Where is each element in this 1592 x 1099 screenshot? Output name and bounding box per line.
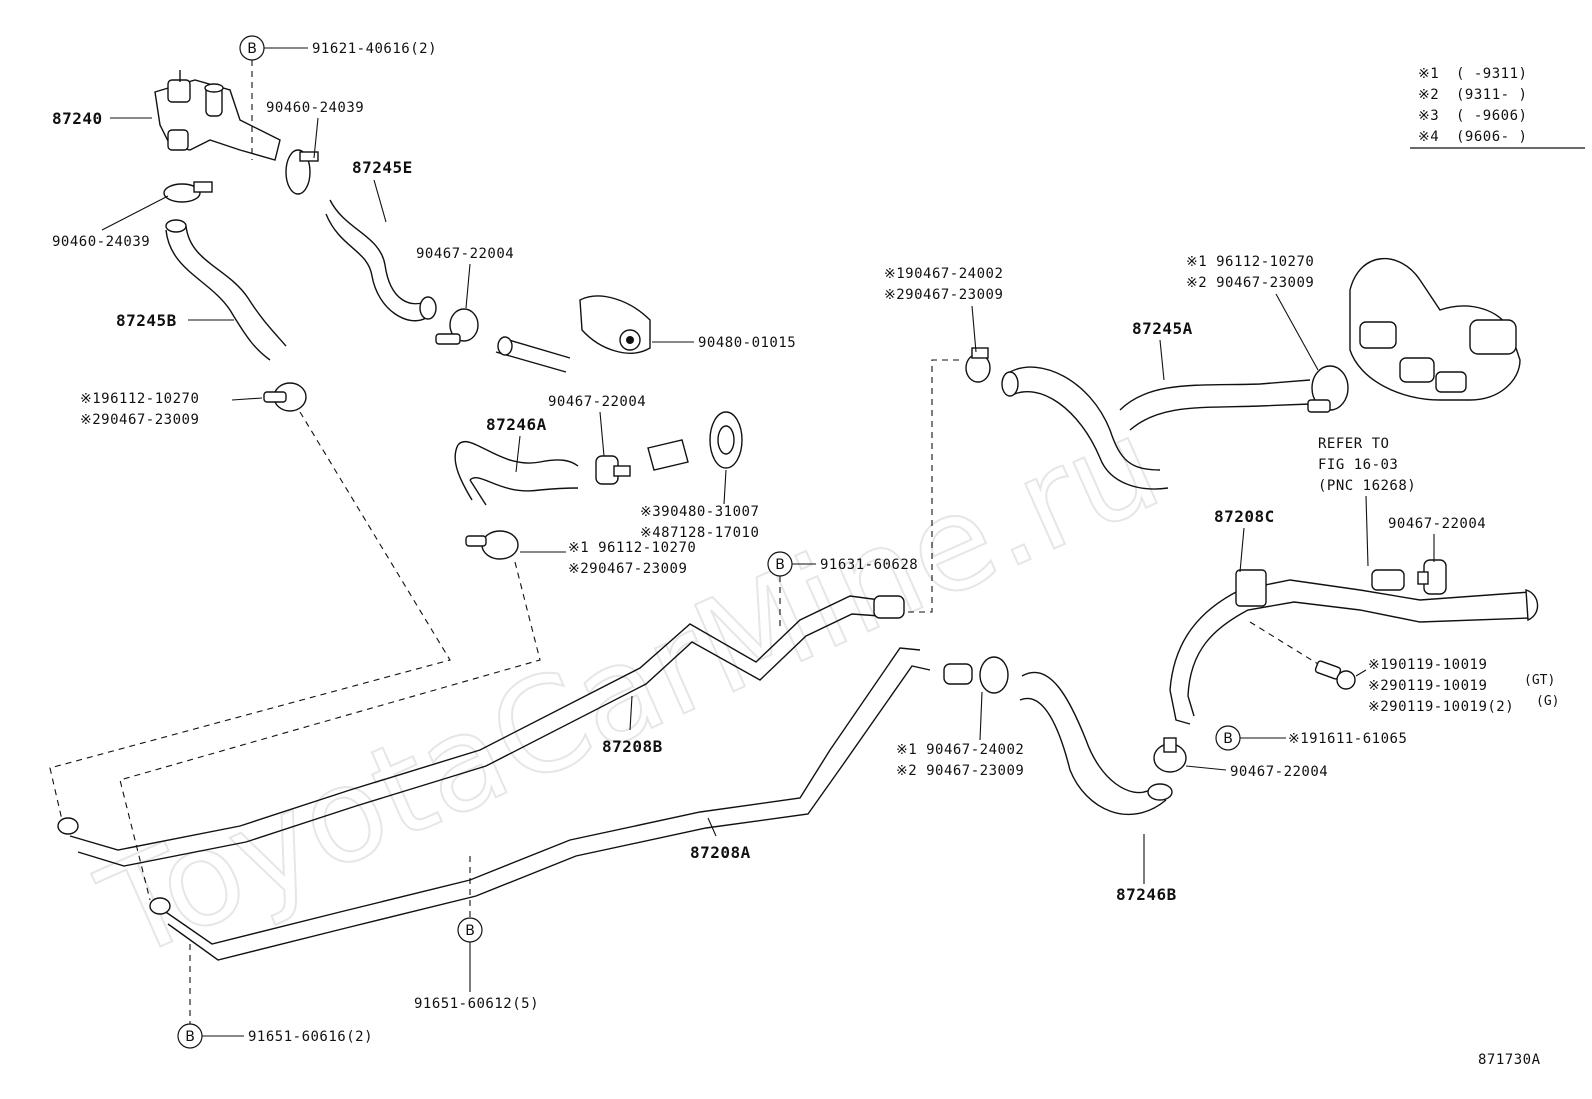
- legend-mark-2: ※2: [1418, 87, 1439, 103]
- clamp-96112-left: [263, 382, 307, 412]
- part-87208C: 87208C: [1214, 507, 1275, 526]
- callout-91621-40616: 91621-40616(2): [312, 41, 437, 57]
- callout-right-90467-23009: ※2 90467-23009: [1186, 275, 1314, 291]
- callout-90460-24039-left: 90460-24039: [52, 234, 150, 250]
- callout-bolt-90119-10019-1: ※190119-10019: [1368, 657, 1487, 673]
- callout-mid2-96112-10270: ※1 96112-10270: [568, 540, 696, 556]
- grommet-90480-01015: [579, 295, 651, 354]
- figure-id: 871730A: [1478, 1052, 1541, 1068]
- part-87208A: 87208A: [690, 843, 751, 862]
- callout-low-90467-23009: ※2 90467-23009: [896, 763, 1024, 779]
- legend-range-2: (9311- ): [1456, 87, 1527, 103]
- connector-pipe: [495, 337, 571, 373]
- legend: ※1 ( -9311) ※2 (9311- ) ※3 ( -9606) ※4 (…: [1410, 66, 1585, 149]
- clamp-96112-mid: [465, 530, 519, 560]
- svg-text:B: B: [185, 1029, 195, 1045]
- grommet-90480-31007: [709, 411, 743, 469]
- part-87245B: 87245B: [116, 311, 177, 330]
- hose-87246A: [457, 440, 579, 492]
- callout-91611-61065: ※191611-61065: [1288, 731, 1407, 747]
- clamp-90467-22004-c: [1417, 559, 1447, 595]
- part-87245A: 87245A: [1132, 319, 1193, 338]
- part-87208B: 87208B: [602, 737, 663, 756]
- callout-low-90467-24002: ※1 90467-24002: [896, 742, 1024, 758]
- callout-left-96112-10270: ※196112-10270: [80, 391, 199, 407]
- callout-bolt-gt: (GT): [1524, 673, 1555, 688]
- legend-mark-4: ※4: [1418, 129, 1439, 145]
- hose-87245A-c: [1119, 379, 1311, 431]
- clamp-90467-24002-low: [943, 656, 1009, 694]
- hose-87245B-outline-b: [185, 225, 287, 347]
- bolt-marker-91651-60616: B: [177, 1023, 203, 1049]
- callout-90467-22004-d: 90467-22004: [1230, 764, 1328, 780]
- refer-line-1: REFER TO: [1318, 436, 1389, 452]
- legend-range-3: ( -9606): [1456, 108, 1527, 124]
- bolt-marker-91621: B: [239, 35, 265, 61]
- callout-mid2-90467-23009: ※290467-23009: [568, 561, 687, 577]
- pipe-87208C-a: [1169, 579, 1531, 691]
- hose-87246B-a: [1021, 671, 1151, 794]
- callout-90467-22004-c: 90467-22004: [1388, 516, 1486, 532]
- hose-87245B-outline-a: [165, 229, 271, 361]
- pipe-87208B-b: [77, 613, 881, 867]
- callout-91651-60616: 91651-60616(2): [248, 1029, 373, 1045]
- part-87240: 87240: [52, 109, 103, 128]
- callout-left-90467-23009: ※290467-23009: [80, 412, 199, 428]
- callout-90460-24039-top: 90460-24039: [266, 100, 364, 116]
- callout-91651-60612: 91651-60612(5): [414, 996, 539, 1012]
- pipe-87208B-a: [69, 595, 881, 851]
- callout-bolt-90119-10019-2: ※290119-10019: [1368, 678, 1487, 694]
- clamp-90467-22004-a: [435, 308, 479, 345]
- part-87246B: 87246B: [1116, 885, 1177, 904]
- pipe-87208A-a: [159, 647, 921, 945]
- callout-top-mid-90467-24002: ※190467-24002: [884, 266, 1003, 282]
- heater-unit: [1349, 257, 1521, 401]
- callout-90467-22004-a: 90467-22004: [416, 246, 514, 262]
- callout-90467-22004-b: 90467-22004: [548, 394, 646, 410]
- callout-mid-87128-17010: ※487128-17010: [640, 525, 759, 541]
- watermark: ToyotaCarMine.ru: [80, 388, 1180, 989]
- refer-line-2: FIG 16-03: [1318, 457, 1398, 473]
- part-87246A: 87246A: [486, 415, 547, 434]
- pipe-87208A-b: [167, 665, 931, 961]
- refer-line-3: (PNC 16268): [1318, 478, 1416, 494]
- bolt-marker-91611: B: [1215, 725, 1241, 751]
- callout-right-96112-10270: ※1 96112-10270: [1186, 254, 1314, 270]
- legend-range-4: (9606- ): [1456, 129, 1527, 145]
- callout-90480-01015: 90480-01015: [698, 335, 796, 351]
- hose-87246B-b: [1019, 697, 1167, 816]
- callout-bolt-g: (G): [1536, 694, 1559, 709]
- svg-text:B: B: [775, 557, 785, 573]
- bolt-marker-91631: B: [767, 551, 793, 577]
- svg-text:B: B: [247, 41, 257, 57]
- svg-text:B: B: [465, 923, 475, 939]
- clamp-90467-22004-d: [1153, 737, 1187, 773]
- bolt-90119: [1314, 660, 1356, 690]
- legend-range-1: ( -9311): [1456, 66, 1527, 82]
- pipe-segment: [647, 439, 689, 471]
- legend-mark-3: ※3: [1418, 108, 1439, 124]
- hose-87245A-b: [1009, 391, 1169, 490]
- callout-mid-90480-31007: ※390480-31007: [640, 504, 759, 520]
- legend-mark-1: ※1: [1418, 66, 1439, 82]
- callout-bolt-90119-10019-3: ※290119-10019(2): [1368, 699, 1514, 715]
- callout-91631-60628: 91631-60628: [820, 557, 918, 573]
- clamp-90467-24002-top: [965, 347, 991, 383]
- hose-87245E-outline-b: [325, 213, 427, 322]
- clamp-90467-22004-b: [595, 455, 631, 485]
- hose-87245A-a: [1009, 366, 1161, 471]
- svg-text:B: B: [1223, 731, 1233, 747]
- pipe-87208C-b: [1187, 601, 1531, 697]
- clamp-90460-left: [163, 181, 213, 203]
- water-valve-87240: [154, 70, 281, 161]
- clamp-90460-top: [285, 149, 319, 195]
- pipe-stub: [1371, 569, 1405, 591]
- clamp-96112-right: [1307, 365, 1349, 413]
- hose-87245E-outline-a: [329, 199, 431, 305]
- callout-top-mid-90467-23009: ※290467-23009: [884, 287, 1003, 303]
- part-87245E: 87245E: [352, 158, 413, 177]
- bolt-marker-91651-60612: B: [457, 917, 483, 943]
